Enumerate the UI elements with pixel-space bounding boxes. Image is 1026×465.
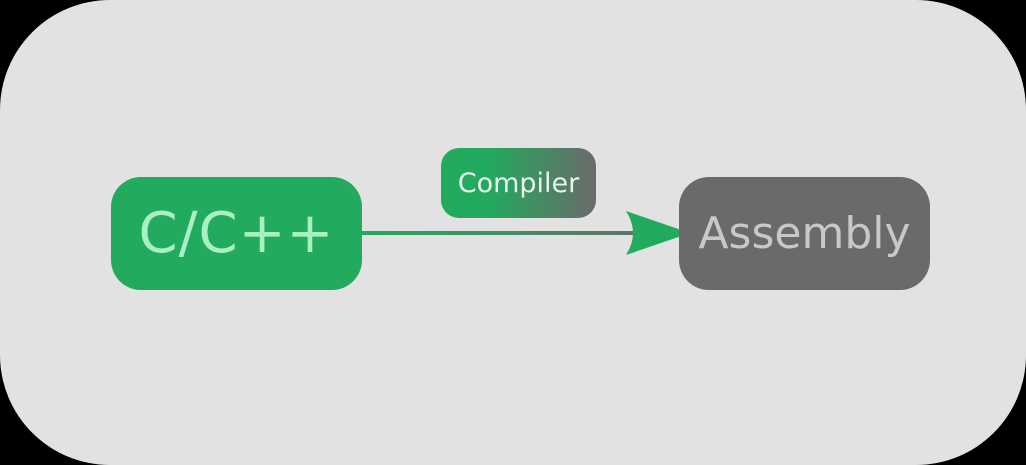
target-language-node: Assembly bbox=[679, 177, 930, 290]
target-language-label: Assembly bbox=[698, 208, 911, 259]
compiler-label: Compiler bbox=[457, 167, 580, 199]
compiler-label-box: Compiler bbox=[441, 148, 596, 218]
source-language-label: C/C++ bbox=[138, 201, 335, 266]
source-language-node: C/C++ bbox=[111, 177, 362, 290]
arrowhead-icon bbox=[626, 211, 690, 255]
